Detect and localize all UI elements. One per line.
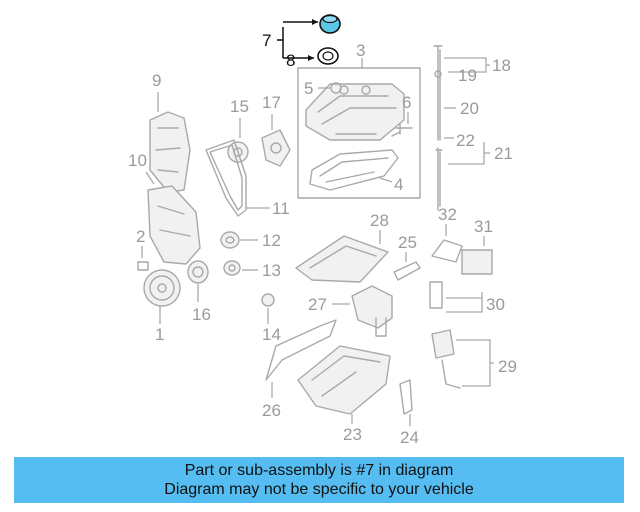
part-3-valve-cover[interactable] [305, 83, 405, 141]
part-6-bolt[interactable] [391, 123, 413, 137]
part-25-gasket[interactable] [393, 261, 421, 281]
callout-13: 13 [262, 261, 281, 280]
callout-1: 1 [155, 325, 164, 344]
callout-25: 25 [398, 233, 417, 252]
part-9-upper-timing-cover[interactable] [149, 111, 191, 193]
part-10-lower-timing-cover[interactable] [147, 185, 201, 265]
callout-28: 28 [370, 211, 389, 230]
part-4-gasket[interactable] [309, 149, 399, 191]
callout-16: 16 [192, 305, 211, 324]
part-5-seal[interactable] [330, 82, 342, 94]
part-26-gasket[interactable] [265, 319, 337, 381]
callout-12: 12 [262, 231, 281, 250]
parts-diagram: 7 8 3 5 6 4 18 19 20 22 21 9 10 1 [128, 14, 517, 447]
callout-18: 18 [492, 56, 511, 75]
part-16-sprocket[interactable] [187, 260, 209, 284]
callout-6: 6 [402, 93, 411, 112]
caption-line-2: Diagram may not be specific to your vehi… [164, 481, 474, 498]
leader-18-19 [444, 57, 490, 73]
callout-7: 7 [262, 31, 271, 50]
callout-23: 23 [343, 425, 362, 444]
callout-22: 22 [456, 131, 475, 150]
callout-32: 32 [438, 205, 457, 224]
part-29-sensor[interactable] [431, 329, 461, 389]
callout-20: 20 [460, 99, 479, 118]
callout-24: 24 [400, 428, 419, 447]
leader-10 [145, 171, 155, 185]
callout-30: 30 [486, 295, 505, 314]
valve-cover-group-box [297, 67, 421, 199]
callout-9: 9 [152, 71, 161, 90]
part-23-oil-pan[interactable] [297, 345, 391, 415]
leader-29 [456, 339, 494, 387]
callout-31: 31 [474, 217, 493, 236]
part-31-oil-cooler[interactable] [461, 249, 493, 275]
caption-line-1: Part or sub-assembly is #7 in diagram [184, 462, 454, 479]
callout-3: 3 [356, 41, 365, 60]
part-dipstick[interactable] [433, 45, 443, 211]
callout-14: 14 [262, 325, 281, 344]
callout-11: 11 [272, 199, 290, 218]
leader-30 [446, 292, 483, 313]
part-2-bolt[interactable] [137, 261, 149, 271]
part-24-pickup[interactable] [399, 379, 413, 415]
callout-19: 19 [458, 66, 477, 85]
part-17-idler[interactable] [261, 129, 291, 167]
callout-29: 29 [498, 357, 517, 376]
part-7-oil-filler-cap[interactable] [319, 14, 341, 34]
callout-17: 17 [262, 93, 281, 112]
callout-15: 15 [230, 97, 249, 116]
callout-26: 26 [262, 401, 281, 420]
callout-21: 21 [494, 144, 513, 163]
part-12-pulley[interactable] [220, 231, 240, 249]
leader-7-8 [277, 19, 318, 61]
part-14-plug[interactable] [261, 293, 275, 307]
part-1-crank-pulley[interactable] [143, 269, 181, 307]
part-30-filter[interactable] [429, 281, 443, 309]
part-32-bracket[interactable] [431, 239, 463, 263]
part-11-timing-belt[interactable] [205, 139, 247, 217]
part-13-pulley[interactable] [223, 260, 241, 276]
part-28-baffle[interactable] [295, 235, 389, 283]
callout-2: 2 [136, 227, 145, 246]
part-27-oil-pump[interactable] [351, 285, 393, 337]
leader-21-22 [444, 137, 490, 165]
leader-4 [379, 177, 393, 183]
callout-5: 5 [304, 79, 313, 98]
callout-8: 8 [286, 51, 295, 70]
part-8-seal-ring[interactable] [317, 47, 339, 65]
callout-27: 27 [308, 295, 327, 314]
callout-4: 4 [394, 175, 403, 194]
caption-banner: Part or sub-assembly is #7 in diagram Di… [14, 457, 624, 503]
callout-10: 10 [128, 151, 147, 170]
